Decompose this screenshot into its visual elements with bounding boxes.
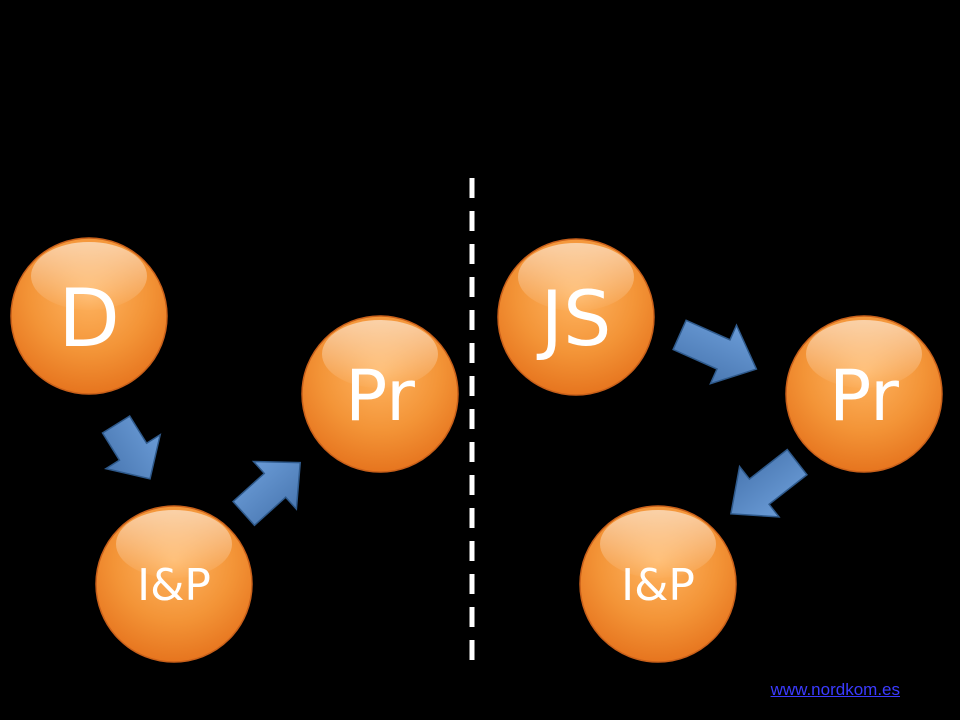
arrow-pr-to-ip <box>730 448 808 518</box>
node-ip-left-label: I&P <box>137 560 211 611</box>
node-pr-right: Pr <box>785 315 943 473</box>
node-ip-right: I&P <box>579 505 737 663</box>
node-ip-right-label: I&P <box>621 560 695 611</box>
node-ip-left: I&P <box>95 505 253 663</box>
node-d: D <box>10 237 168 395</box>
node-pr-left-label: Pr <box>345 355 415 437</box>
arrow-js-to-pr <box>672 319 758 385</box>
node-js: JS <box>497 238 655 396</box>
arrow-d-to-ip <box>101 415 162 480</box>
arrow-ip-to-pr <box>231 460 302 527</box>
node-js-label: JS <box>537 274 612 363</box>
node-pr-left: Pr <box>301 315 459 473</box>
website-link[interactable]: www.nordkom.es <box>770 680 900 699</box>
node-pr-right-label: Pr <box>829 355 899 437</box>
node-d-label: D <box>58 272 120 365</box>
